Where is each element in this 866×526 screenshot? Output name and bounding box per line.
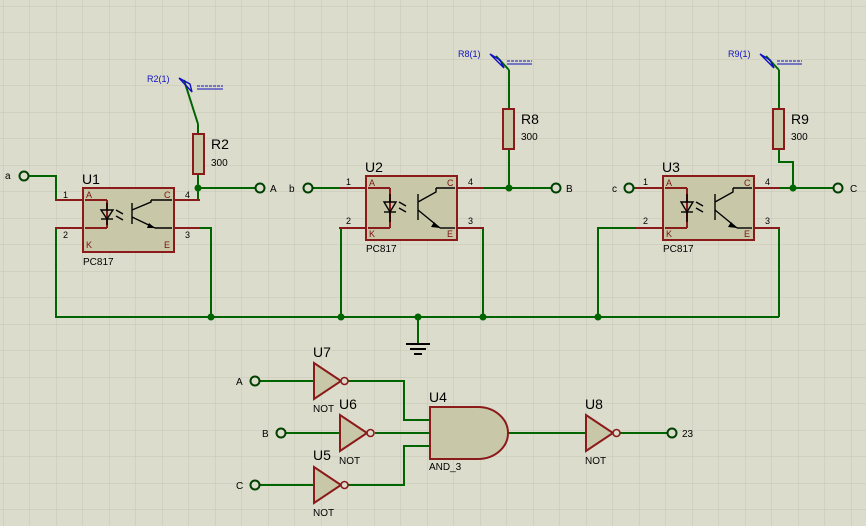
probe-label: R8(1): [458, 49, 481, 59]
optocoupler-u2[interactable]: A K C E 1 2 3 4 U2 PC817: [339, 159, 483, 255]
pin-label: A: [369, 178, 375, 188]
pin-number: 2: [643, 216, 648, 226]
pin-label: C: [447, 178, 454, 188]
terminal-label: a: [5, 171, 11, 182]
component-type: NOT: [313, 404, 334, 415]
terminals: [18, 170, 844, 491]
voltage-probe-r2[interactable]: R2(1): [147, 74, 223, 125]
junctions: [194, 184, 797, 321]
pin-number: 3: [468, 216, 473, 226]
component-type: NOT: [339, 456, 360, 467]
terminal-in-c[interactable]: [623, 182, 635, 194]
component-ref: R2: [211, 136, 229, 152]
pin-label: E: [447, 229, 453, 239]
terminal-label: A: [236, 377, 243, 388]
probe-label: R9(1): [728, 49, 751, 59]
component-ref: U3: [662, 159, 680, 175]
pin-number: 2: [63, 230, 68, 240]
component-part: PC817: [83, 257, 114, 268]
not-gate-u7[interactable]: U7 NOT: [313, 344, 349, 415]
component-value: 300: [211, 158, 228, 169]
pin-label: C: [164, 190, 171, 200]
terminal-label: B: [262, 429, 269, 440]
optocoupler-u3[interactable]: A K C E 1 2 3 4 U3 PC817: [636, 159, 780, 255]
component-value: 300: [521, 132, 538, 143]
pin-label: C: [744, 178, 751, 188]
pin-number: 2: [346, 216, 351, 226]
pin-label: A: [666, 178, 672, 188]
component-type: AND_3: [429, 462, 462, 473]
terminal-out-b[interactable]: [550, 182, 562, 194]
terminal-label: 23: [682, 429, 694, 440]
pin-number: 3: [765, 216, 770, 226]
component-ref: U1: [82, 171, 100, 187]
component-ref: U2: [365, 159, 383, 175]
terminal-gate-a[interactable]: [249, 375, 261, 387]
not-gate-u6[interactable]: U6 NOT: [339, 396, 375, 467]
component-ref: R8: [521, 111, 539, 127]
pin-label: K: [86, 240, 92, 250]
component-ref: U5: [313, 447, 331, 463]
voltage-probe-r9[interactable]: R9(1): [728, 49, 802, 71]
terminal-gate-b[interactable]: [275, 427, 287, 439]
component-value: 300: [791, 132, 808, 143]
resistor-r9[interactable]: R9 300: [772, 108, 809, 150]
resistor-r8[interactable]: R8 300: [502, 108, 539, 150]
pin-number: 4: [468, 177, 473, 187]
terminal-in-a[interactable]: [18, 170, 30, 182]
terminal-output[interactable]: [666, 427, 678, 439]
terminal-label: b: [289, 184, 295, 195]
not-gate-u5[interactable]: U5 NOT: [313, 447, 349, 519]
and-gate-u4[interactable]: U4 AND_3: [429, 389, 509, 473]
component-ref: U4: [429, 389, 447, 405]
pin-label: A: [86, 190, 92, 200]
ground-icon[interactable]: [406, 343, 430, 355]
pin-number: 4: [185, 190, 190, 200]
component-part: PC817: [366, 244, 397, 255]
terminal-label: C: [850, 184, 857, 195]
component-part: PC817: [663, 244, 694, 255]
resistor-r2[interactable]: R2 300: [192, 133, 229, 175]
pin-number: 1: [643, 177, 648, 187]
terminal-label: A: [270, 184, 277, 195]
pin-number: 1: [346, 177, 351, 187]
component-ref: R9: [791, 111, 809, 127]
pin-number: 4: [765, 177, 770, 187]
pin-label: E: [744, 229, 750, 239]
probe-label: R2(1): [147, 74, 170, 84]
component-ref: U6: [339, 396, 357, 412]
terminal-label: C: [236, 481, 243, 492]
terminal-out-a[interactable]: [254, 182, 266, 194]
voltage-probe-r8[interactable]: R8(1): [458, 49, 532, 71]
pin-number: 3: [185, 230, 190, 240]
terminal-out-c[interactable]: [832, 182, 844, 194]
terminal-gate-c[interactable]: [249, 479, 261, 491]
component-ref: U8: [585, 396, 603, 412]
terminal-label: c: [612, 184, 617, 195]
terminal-label: B: [566, 184, 573, 195]
component-type: NOT: [313, 508, 334, 519]
component-type: NOT: [585, 456, 606, 467]
optocoupler-u1[interactable]: A K C E 1 2 3 4 U1 PC817: [56, 171, 200, 268]
pin-label: K: [369, 229, 375, 239]
component-ref: U7: [313, 344, 331, 360]
terminal-in-b[interactable]: [302, 182, 314, 194]
not-gate-u8[interactable]: U8 NOT: [585, 396, 621, 467]
pin-label: E: [164, 240, 170, 250]
pin-number: 1: [63, 190, 68, 200]
pin-label: K: [666, 229, 672, 239]
